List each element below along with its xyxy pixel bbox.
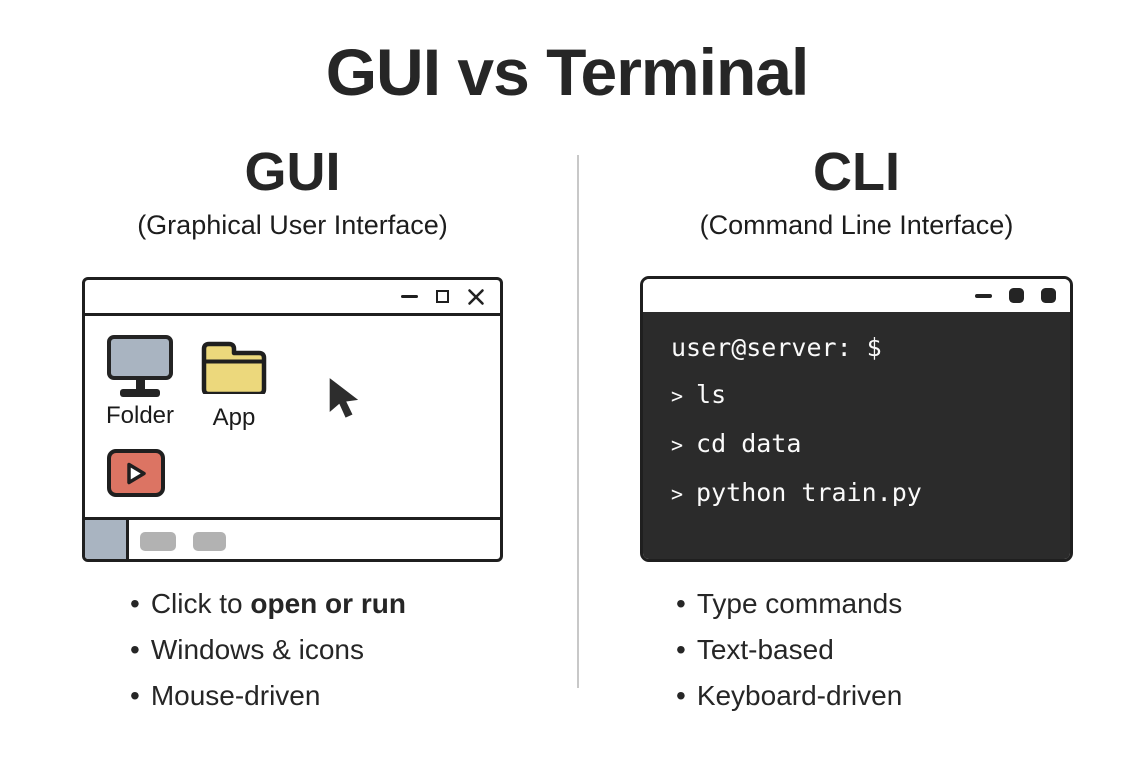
bullet-dot	[130, 632, 140, 668]
prompt-chevron: >	[671, 384, 684, 408]
cli-heading: CLI	[813, 142, 900, 202]
window-button-icon	[1009, 288, 1024, 303]
cli-bullet-list: Type commands Text-based Keyboard-driven	[676, 586, 902, 724]
terminal-window-illustration: user@server: $ > ls > cd data > python trai…	[640, 276, 1073, 562]
gui-bullet-list: Click to open or run Windows & icons Mou…	[130, 586, 406, 724]
bullet-text: Keyboard-driven	[696, 680, 903, 711]
desktop-icon-label: Folder	[105, 402, 175, 429]
terminal-command-line: > cd data	[671, 420, 1062, 469]
bullet-text: Windows & icons	[150, 634, 364, 665]
list-item: Mouse-driven	[130, 678, 406, 714]
gui-subheading: (Graphical User Interface)	[137, 210, 448, 240]
gui-taskbar	[85, 517, 500, 559]
folder-icon	[201, 341, 267, 397]
taskbar-start-square	[85, 520, 129, 559]
prompt-chevron: >	[671, 433, 684, 457]
page-title: GUI vs Terminal	[325, 35, 810, 109]
minimize-icon	[401, 295, 418, 298]
command-text: ls	[696, 380, 727, 409]
bullet-dot	[676, 678, 686, 714]
gui-heading: GUI	[244, 142, 341, 202]
list-item: Text-based	[676, 632, 902, 668]
list-item: Windows & icons	[130, 632, 406, 668]
terminal-command-line: > python train.py	[671, 469, 1062, 518]
bullet-text: Text-based	[696, 634, 834, 665]
minimize-icon	[975, 293, 992, 298]
monitor-icon	[105, 335, 175, 397]
gui-window-titlebar	[85, 280, 500, 316]
gui-window-illustration: Folder App	[82, 277, 503, 562]
prompt-chevron: >	[671, 482, 684, 506]
terminal-command-line: > ls	[671, 371, 1062, 420]
bullet-text: Mouse-driven	[150, 680, 321, 711]
bullet-dot	[130, 678, 140, 714]
desktop-item-folder: Folder	[105, 335, 175, 429]
desktop-icon-label: App	[212, 404, 256, 431]
bullet-dot	[676, 586, 686, 622]
gui-window-body: Folder App	[85, 316, 500, 517]
cli-subheading: (Command Line Interface)	[699, 210, 1014, 240]
bullet-dot	[676, 632, 686, 668]
desktop-item-app: App	[197, 340, 271, 431]
window-button-icon	[1041, 288, 1056, 303]
terminal-titlebar	[643, 279, 1070, 312]
mouse-cursor-icon	[325, 376, 367, 427]
list-item: Click to open or run	[130, 586, 406, 622]
play-button-icon	[107, 449, 165, 497]
command-text: cd data	[696, 429, 802, 458]
taskbar-item	[140, 532, 176, 551]
maximize-icon	[436, 290, 449, 303]
bullet-text: Type commands	[696, 588, 903, 619]
list-item: Type commands	[676, 586, 902, 622]
bullet-text: Click to open or run	[150, 588, 406, 619]
terminal-prompt-line: user@server: $	[671, 333, 882, 362]
command-text: python train.py	[696, 478, 922, 507]
column-divider	[577, 155, 579, 688]
close-icon	[468, 288, 484, 305]
taskbar-item	[193, 532, 226, 551]
terminal-body: user@server: $ > ls > cd data > python trai…	[643, 312, 1070, 559]
bullet-dot	[130, 586, 140, 622]
list-item: Keyboard-driven	[676, 678, 902, 714]
